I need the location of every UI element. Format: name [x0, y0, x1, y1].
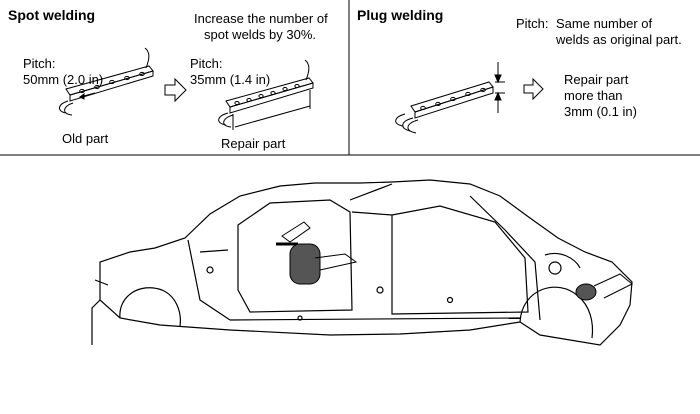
old-part-pitch-label: Pitch: [23, 56, 56, 71]
plug-welding-title: Plug welding [357, 7, 444, 23]
spot-welder-icon [276, 221, 358, 285]
plug-repair-line1: Repair part [564, 72, 629, 87]
arrow-right-icon [164, 77, 187, 103]
plug-welding-pitch-line2: welds as original part. [556, 32, 682, 47]
repair-part-strip [218, 59, 314, 130]
plug-welding-pitch-line1: Same number of [556, 16, 653, 31]
spot-welding-instruction-line1: Increase the number of [194, 11, 328, 26]
plug-repair-line3: 3mm (0.1 in) [564, 104, 637, 119]
repair-part-pitch-value: 35mm (1.4 in) [190, 72, 271, 87]
old-part-strip [59, 47, 154, 116]
plug-part-strip [395, 62, 505, 134]
car-body-side-illustration [91, 179, 633, 346]
plug-welder-icon [575, 273, 633, 301]
plug-welding-pitch-label: Pitch: [516, 16, 549, 31]
old-part-pitch-value: 50mm (2.0 in) [23, 72, 104, 87]
old-part-caption: Old part [62, 131, 109, 146]
plug-repair-line2: more than [564, 88, 623, 103]
spot-welding-instruction-line2: spot welds by 30%. [204, 27, 317, 42]
arrow-right-icon [523, 77, 544, 101]
repair-part-caption: Repair part [221, 136, 286, 151]
spot-welding-title: Spot welding [8, 7, 96, 23]
repair-part-pitch-label: Pitch: [190, 56, 223, 71]
